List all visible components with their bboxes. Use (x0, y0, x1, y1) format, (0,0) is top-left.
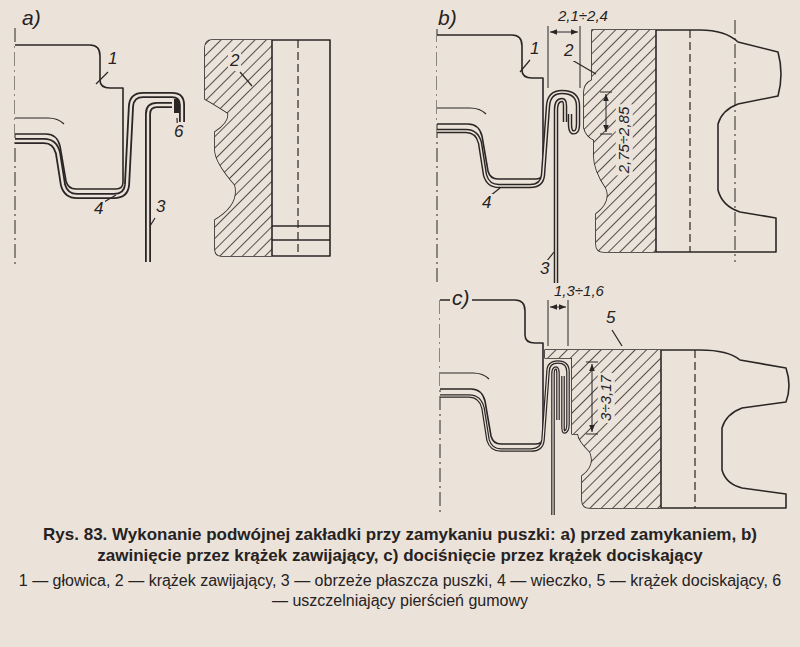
dimension: 2,1÷2,4 (556, 8, 610, 25)
dimension: 1,3÷1,6 (552, 283, 606, 300)
callout-number: 4 (92, 200, 105, 219)
callout-number: 2 (228, 52, 241, 71)
callout-number: 3 (154, 198, 167, 217)
figure-caption: Rys. 83. Wykonanie podwójnej zakładki pr… (18, 524, 782, 567)
dimension: 2,75÷2,85 (616, 105, 633, 176)
callout-number: 4 (480, 194, 493, 213)
panel-letter: b) (436, 6, 459, 29)
seaming-roller (205, 40, 330, 256)
callout-number: 2 (562, 42, 575, 61)
callout-number: 1 (528, 40, 541, 59)
panel-letter: c) (450, 286, 472, 309)
chuck (15, 45, 123, 189)
callout-number: 5 (604, 309, 617, 328)
callout-number: 1 (106, 50, 119, 69)
rubber-ring (174, 99, 179, 113)
dimension: 3÷3,17 (598, 373, 615, 423)
lid (15, 95, 182, 196)
callout-number: 3 (538, 260, 551, 279)
callout-number: 6 (172, 123, 185, 142)
panel-letter: a) (20, 6, 43, 29)
parts-list: 1 — głowica, 2 — krążek zawijający, 3 — … (18, 571, 782, 613)
can-body (148, 105, 172, 262)
